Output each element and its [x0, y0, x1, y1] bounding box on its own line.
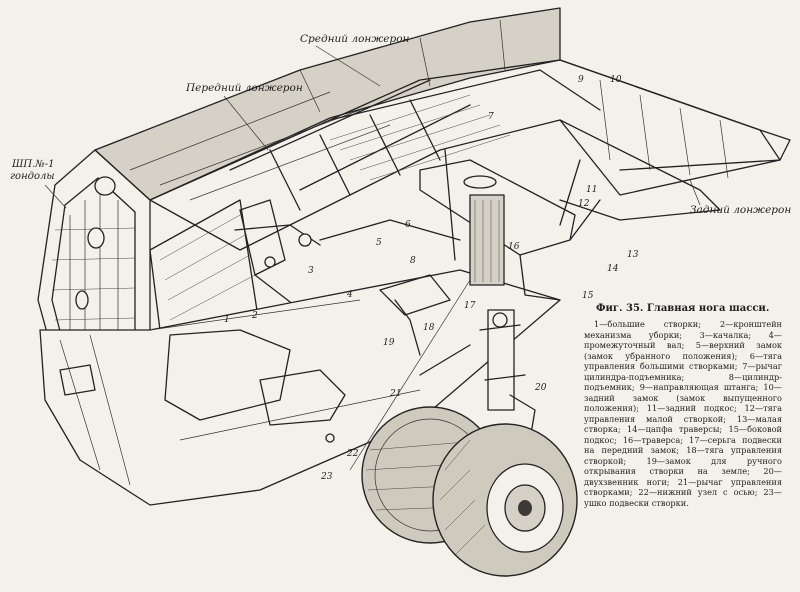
callout-9: 9 — [578, 75, 584, 85]
nacelle-frame — [37, 149, 151, 416]
caption-title: Фиг. 35. Главная нога шасси. — [596, 303, 770, 314]
callout-18: 18 — [423, 323, 435, 333]
callout-20: 20 — [535, 383, 547, 393]
callout-11: 11 — [586, 185, 598, 195]
large-door-panel — [39, 269, 561, 506]
figure-caption: Фиг. 35. Главная нога шасси. 1—большие с… — [584, 303, 782, 508]
callout-6: 6 — [405, 220, 411, 230]
callout-16: 16 — [508, 242, 520, 252]
callout-19: 19 — [383, 338, 395, 348]
label-rear-spar: Задний лонжерон — [690, 204, 792, 216]
callout-15: 15 — [582, 291, 594, 301]
caption-legend-text: 1—большие створки; 2—кронштейн механизма… — [584, 319, 782, 508]
callout-23: 23 — [321, 472, 333, 482]
main-wheels — [361, 406, 578, 577]
callout-13: 13 — [627, 250, 639, 260]
label-middle-spar: Средний лонжерон — [300, 33, 410, 45]
callout-5: 5 — [376, 238, 382, 248]
callout-10: 10 — [610, 75, 622, 85]
callout-3: 3 — [308, 266, 314, 276]
callout-22: 22 — [347, 449, 359, 459]
callout-8: 8 — [410, 256, 416, 266]
label-nacelle-frame-1-sub: гондолы — [10, 171, 55, 182]
callout-12: 12 — [578, 199, 590, 209]
label-front-spar: Передний лонжерон — [186, 82, 303, 94]
callout-21: 21 — [390, 389, 402, 399]
callout-17: 17 — [464, 301, 476, 311]
callout-1: 1 — [224, 315, 230, 325]
wing-interior — [149, 59, 791, 251]
callout-14: 14 — [607, 264, 619, 274]
callout-2: 2 — [252, 311, 258, 321]
label-nacelle-frame-1: ШП.№-1 — [12, 159, 55, 170]
leader-lines — [44, 45, 701, 209]
gear-strut — [419, 149, 601, 441]
callout-7: 7 — [488, 112, 494, 122]
callout-4: 4 — [347, 290, 353, 300]
